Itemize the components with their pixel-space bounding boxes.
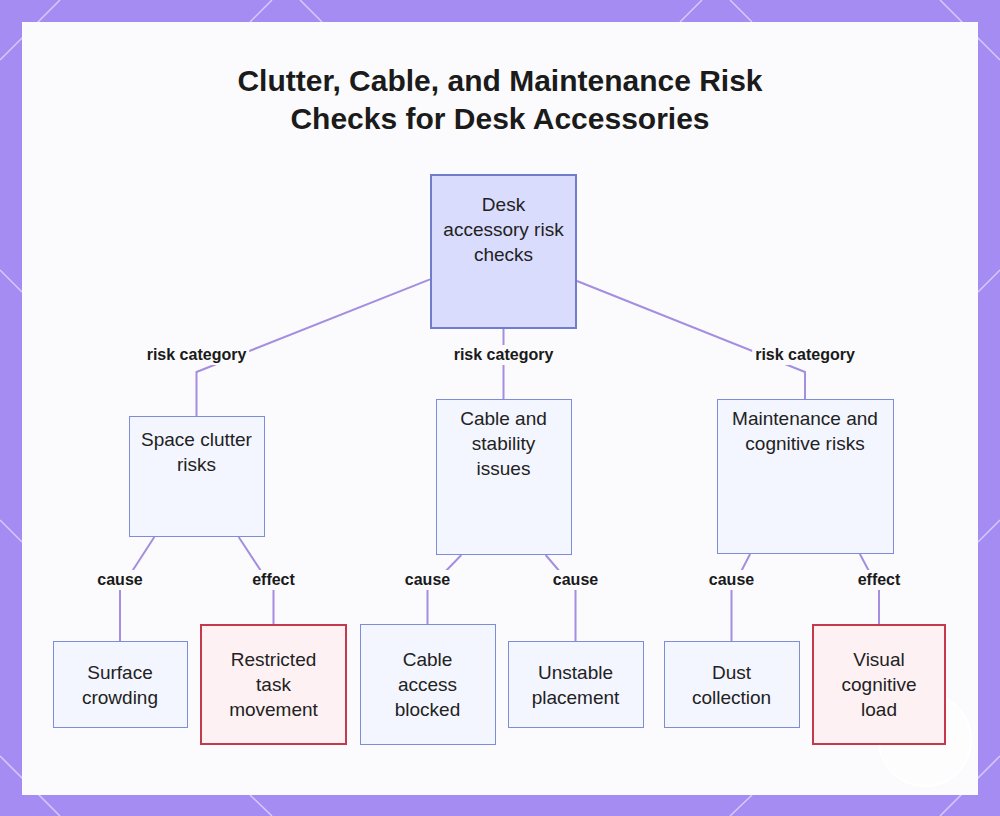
edge-label: risk category <box>451 345 557 365</box>
corner-line <box>680 0 702 22</box>
corner-line <box>978 270 1000 292</box>
node-text: Surface crowding <box>64 660 177 710</box>
node-text: Cable access blocked <box>371 647 485 722</box>
node-text: Cable and stability issues <box>447 406 561 481</box>
category-box: Unstable placement <box>508 641 644 728</box>
corner-line <box>250 795 272 816</box>
category-box: Cable access blocked <box>360 624 496 745</box>
edge-label: risk category <box>752 345 858 365</box>
category-box: Dust collection <box>664 641 800 728</box>
effect-box: Visual cognitive load <box>812 624 946 745</box>
edge-label: cause <box>94 570 145 590</box>
corner-line <box>0 270 22 292</box>
diagram-title: Clutter, Cable, and Maintenance Risk Che… <box>180 62 820 138</box>
category-box: Cable and stability issues <box>436 399 572 555</box>
edge-label: effect <box>249 570 298 590</box>
edge-label: cause <box>706 570 757 590</box>
root-box: Desk accessory risk checks <box>430 174 577 329</box>
content-panel <box>22 22 978 795</box>
edge-label: cause <box>550 570 601 590</box>
edge-label: cause <box>402 570 453 590</box>
category-box: Space clutter risks <box>129 416 265 537</box>
corner-line <box>250 0 272 22</box>
connector-line <box>732 554 751 641</box>
category-box: Maintenance and cognitive risks <box>717 399 894 554</box>
node-text: Dust collection <box>675 660 789 710</box>
connector-line <box>577 281 805 399</box>
node-text: Maintenance and cognitive risks <box>728 406 883 456</box>
node-text: Space clutter risks <box>140 427 254 477</box>
connector-line <box>546 555 576 641</box>
corner-line <box>730 0 752 22</box>
edge-label: risk category <box>144 345 250 365</box>
corner-line <box>978 520 1000 542</box>
corner-line <box>730 795 752 816</box>
category-box: Surface crowding <box>53 641 188 728</box>
effect-box: Restricted task movement <box>200 624 347 745</box>
node-text: Restricted task movement <box>212 647 335 722</box>
edge-label: effect <box>855 570 904 590</box>
node-text: Visual cognitive load <box>824 647 934 722</box>
node-text: Unstable placement <box>519 660 633 710</box>
node-text: Desk accessory risk checks <box>442 192 565 267</box>
corner-line <box>0 520 22 542</box>
corner-line <box>300 0 322 22</box>
